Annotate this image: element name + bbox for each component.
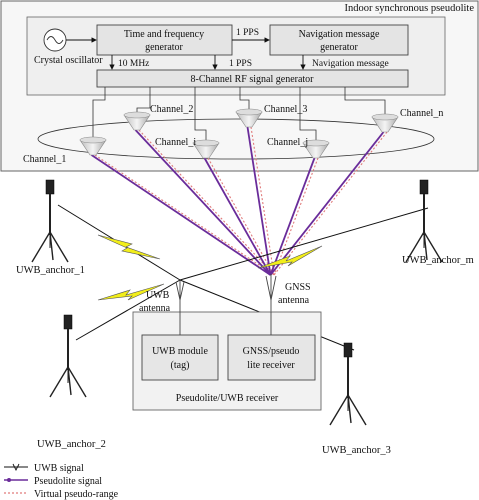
pseudolite-signal-line-i bbox=[203, 157, 272, 276]
signal-lines bbox=[90, 126, 388, 276]
crystal-label: Crystal oscillator bbox=[34, 55, 103, 66]
pseudolite-signal-line-2 bbox=[134, 129, 272, 276]
mhz-label: 10 MHz bbox=[118, 59, 149, 69]
uwb-anchor-1-tripod-icon bbox=[31, 179, 69, 263]
virtual-range-line-i bbox=[207, 157, 275, 276]
virtual-range-line-1 bbox=[94, 154, 275, 276]
legend-virtual-range: Virtual pseudo-range bbox=[34, 489, 119, 500]
channel-n-antenna-icon bbox=[371, 113, 399, 133]
channel-1-label: Channel_1 bbox=[23, 154, 66, 165]
channel-i-label: Channel_i bbox=[155, 137, 196, 148]
navigation-message-generator bbox=[269, 24, 409, 56]
channel-2-label: Channel_2 bbox=[150, 104, 193, 115]
uwb-bolt-anchor-1 bbox=[97, 234, 161, 260]
gnss-receiver-label-2: lite receiver bbox=[247, 360, 295, 371]
channel-j-label: Channel_j bbox=[267, 137, 308, 148]
tfg-line1: Time and frequency bbox=[124, 29, 204, 40]
legend-uwb-signal-icon bbox=[4, 463, 28, 472]
channel-i-antenna-icon bbox=[192, 139, 220, 159]
pseudolite-title: Indoor synchronous pseudolite bbox=[345, 3, 475, 14]
virtual-range-line-j bbox=[273, 157, 319, 276]
gnss-antenna-icon bbox=[265, 274, 277, 312]
uwb-anchor-m-tripod-icon bbox=[405, 179, 443, 263]
gnss-receiver-box bbox=[227, 334, 316, 381]
channel-feed-lines bbox=[92, 87, 386, 143]
tfg-line2: generator bbox=[145, 42, 183, 53]
channel-3-label: Channel_3 bbox=[264, 104, 307, 115]
time-frequency-generator bbox=[96, 24, 233, 56]
legend-pseudolite-signal-icon bbox=[4, 478, 28, 482]
nmg-line1: Navigation message bbox=[299, 29, 380, 40]
uwb-module-label-1: UWB module bbox=[152, 346, 208, 357]
legend-pseudolite-signal: Pseudolite signal bbox=[34, 476, 102, 487]
sine-wave-icon bbox=[46, 36, 64, 44]
uwb-anchor-2-tripod-icon bbox=[49, 314, 87, 398]
virtual-range-line-2 bbox=[138, 129, 275, 276]
rf-generator-label: 8-Channel RF signal generator bbox=[190, 74, 314, 85]
nav-message-label: Navigation message bbox=[312, 59, 389, 69]
uwb-antenna-label-1: UWB bbox=[146, 290, 170, 301]
pseudolite-signal-line-3 bbox=[246, 126, 272, 276]
uwb-anchor-3-tripod-icon bbox=[329, 342, 367, 426]
uwb-module-box bbox=[141, 334, 219, 381]
pps-mid-label: 1 PPS bbox=[229, 59, 252, 69]
uwb-bolt-anchor-m bbox=[257, 245, 323, 269]
channel-n-label: Channel_n bbox=[400, 108, 443, 119]
legend: UWB signal Pseudolite signal Virtual pse… bbox=[4, 463, 119, 500]
nmg-line2: generator bbox=[320, 42, 358, 53]
uwb-anchor-2-label: UWB_anchor_2 bbox=[37, 439, 106, 450]
uwb-module-label-2: (tag) bbox=[171, 360, 190, 371]
uwb-antenna-label-2: antenna bbox=[139, 303, 171, 314]
pseudolite-signal-line-j bbox=[269, 157, 316, 276]
pps-top-label: 1 PPS bbox=[236, 28, 259, 38]
uwb-anchor-3-label: UWB_anchor_3 bbox=[322, 445, 391, 456]
uwb-anchor-1-label: UWB_anchor_1 bbox=[16, 265, 85, 276]
antenna-ring bbox=[37, 118, 435, 160]
gnss-antenna-label-2: antenna bbox=[278, 295, 310, 306]
legend-uwb-signal: UWB signal bbox=[34, 463, 84, 474]
uwb-bolt-anchor-2 bbox=[97, 283, 165, 301]
channel-3-antenna-icon bbox=[235, 108, 263, 128]
channel-2-antenna-icon bbox=[123, 111, 151, 131]
channel-j-antenna-icon bbox=[302, 139, 330, 159]
virtual-range-line-3 bbox=[250, 126, 275, 276]
rf-signal-generator bbox=[96, 69, 409, 88]
channel-1-antenna-icon bbox=[79, 136, 107, 156]
pseudolite-signal-line-n bbox=[269, 131, 385, 276]
pseudolite-signal-line-1 bbox=[90, 154, 272, 276]
gnss-antenna-label-1: GNSS bbox=[285, 282, 311, 293]
receiver-title: Pseudolite/UWB receiver bbox=[176, 393, 279, 404]
uwb-antenna-icon bbox=[175, 280, 185, 301]
uwb-anchor-m-label: UWB_anchor_m bbox=[402, 255, 474, 266]
gnss-receiver-label-1: GNSS/pseudo bbox=[243, 346, 300, 357]
